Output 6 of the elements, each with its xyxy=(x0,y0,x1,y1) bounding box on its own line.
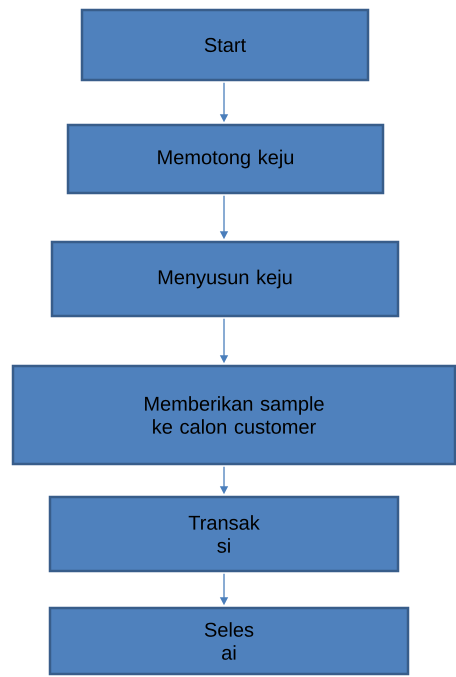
process-box: Seles ai xyxy=(48,606,410,676)
process-box: Memberikan sample ke calon customer xyxy=(12,364,456,466)
process-box: Menyusun keju xyxy=(50,240,400,318)
process-box: Start xyxy=(80,8,370,82)
process-box: Transak si xyxy=(48,496,400,572)
process-box: Memotong keju xyxy=(66,124,384,194)
